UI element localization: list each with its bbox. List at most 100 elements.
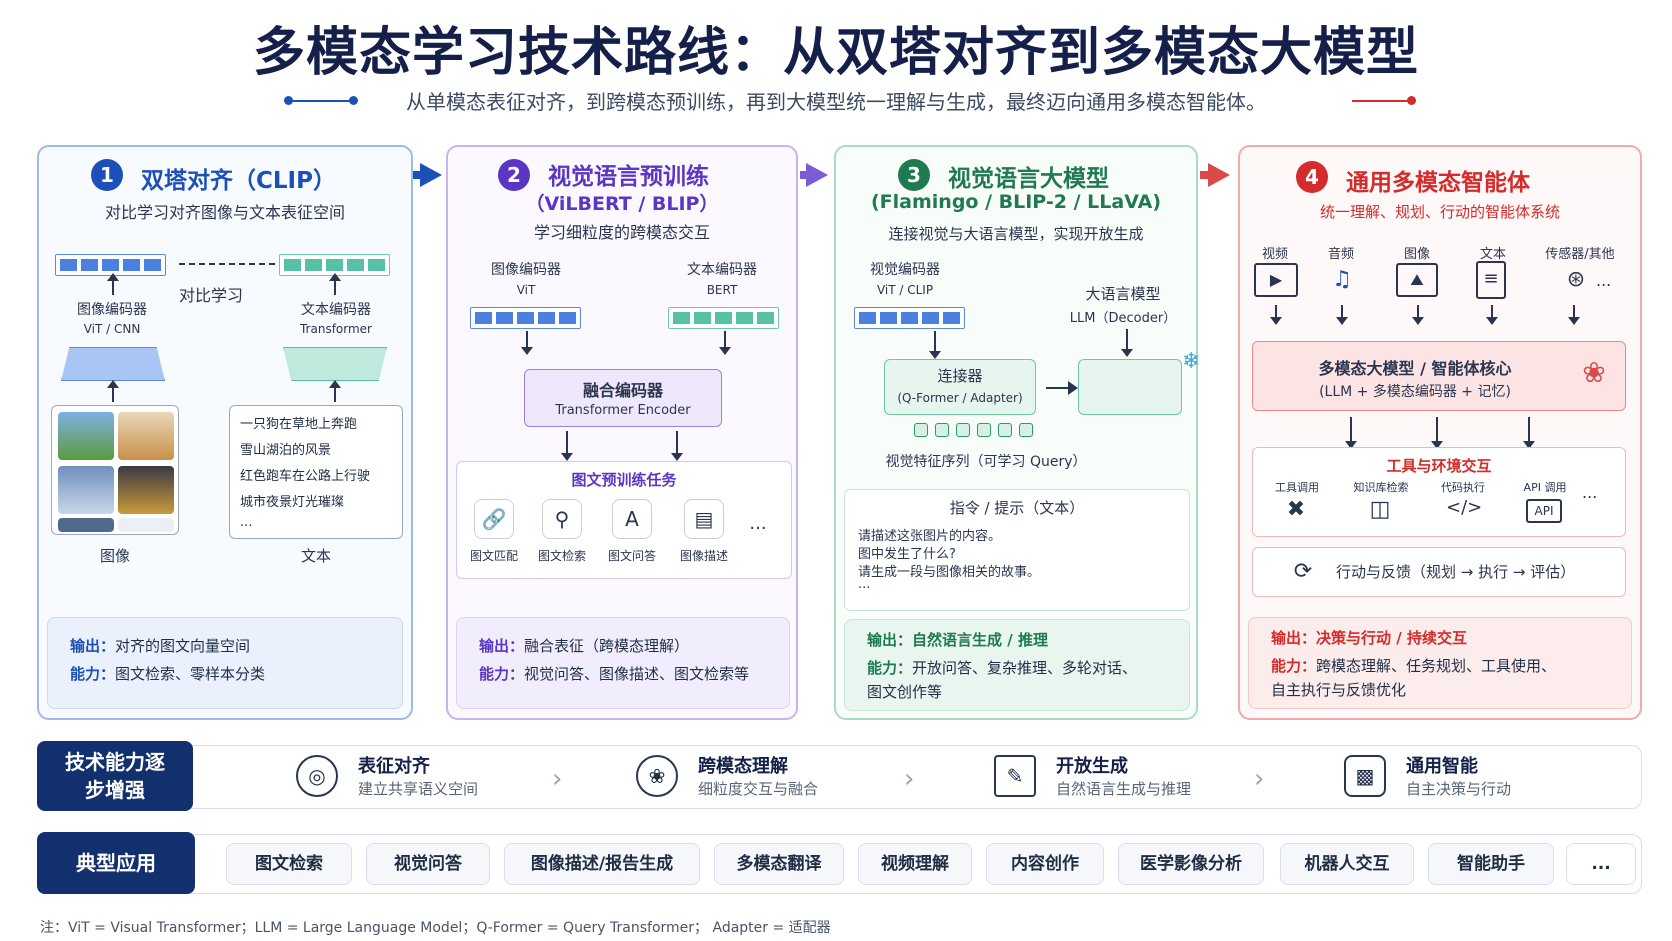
- arrow-right-icon: [420, 163, 442, 187]
- capability-desc: 建立共享语义空间: [358, 780, 479, 798]
- connector-to-llm-arrow: [1046, 387, 1070, 389]
- arrow-right-icon: [1068, 381, 1078, 395]
- application-tag-more: ...: [1566, 843, 1636, 885]
- ability-value: 跨模态理解、任务规划、工具使用、: [1316, 657, 1557, 675]
- task-label: 图文问答: [607, 549, 656, 563]
- applications-row-label: 典型应用: [37, 832, 195, 894]
- stage-title-models: (Flamingo / BLIP-2 / LLaVA): [870, 191, 1162, 213]
- arrow-right-icon: [806, 163, 828, 187]
- arrow-shaft: [1200, 171, 1210, 179]
- arrow-up-icon: [107, 273, 119, 295]
- llm-label: 大语言模型: [1085, 285, 1161, 303]
- arrow-down-icon: [1486, 305, 1498, 325]
- arrow-updown-icon: [1431, 417, 1443, 449]
- prompt-line: 请生成一段与图像相关的故事。: [858, 565, 1041, 580]
- output-key: 输出：: [70, 637, 116, 655]
- arrow-down-icon: [1270, 305, 1282, 325]
- ability-value: 开放问答、复杂推理、多轮对话、: [912, 659, 1138, 677]
- stage-1-card: 1 双塔对齐（CLIP） 对比学习对齐图像与文本表征空间 对比学习 图像编码器 …: [37, 145, 413, 720]
- city-night-image: [58, 518, 114, 532]
- fusion-encoder-sub: Transformer Encoder: [555, 403, 691, 418]
- arrow-down-icon: [719, 331, 731, 355]
- output-value: 对齐的图文向量空间: [115, 637, 251, 655]
- vision-encoder-sub: ViT / CLIP: [876, 283, 934, 297]
- capability-row-label: 技术能力逐步增强: [37, 741, 193, 811]
- task-label: 图像描述: [679, 549, 728, 563]
- text-sample: ...: [240, 515, 253, 530]
- application-tag: 内容创作: [986, 843, 1104, 885]
- video-icon: ▶: [1254, 263, 1298, 297]
- visual-feature-sequence-label: 视觉特征序列（可学习 Query）: [885, 454, 1087, 470]
- ability-value: 图文检索、零样本分类: [115, 665, 266, 683]
- stage-output-box: 输出：对齐的图文向量空间 能力：图文检索、零样本分类: [47, 617, 403, 709]
- grass-dog-image: [58, 412, 114, 460]
- brain-icon: ❀: [636, 754, 678, 797]
- stage-number-badge: 3: [898, 159, 930, 191]
- subtitle-decoration-right: [1352, 96, 1416, 105]
- page-subtitle: 从单模态表征对齐，到跨模态预训练，再到大模型统一理解与生成，最终迈向通用多模态智…: [406, 90, 1266, 114]
- more-tools: ...: [1582, 483, 1598, 502]
- stage-title-models: （ViLBERT / BLIP）: [525, 193, 719, 215]
- stage-output-box: 输出：决策与行动 / 持续交互 能力：跨模态理解、任务规划、工具使用、 自主执行…: [1248, 617, 1632, 709]
- stage-output-box: 输出：自然语言生成 / 推理 能力：开放问答、复杂推理、多轮对话、 图文创作等: [844, 619, 1190, 711]
- prompt-line: ...: [858, 577, 871, 592]
- application-tag: 多模态翻译: [714, 843, 844, 885]
- input-label: 视频: [1261, 247, 1288, 262]
- image-label: 图像: [99, 547, 130, 565]
- image-encoder-sub: ViT: [516, 283, 536, 297]
- tool-label: 代码执行: [1441, 481, 1485, 494]
- text-label: 文本: [300, 547, 331, 565]
- car-image: [118, 466, 174, 514]
- qa-icon: A: [612, 499, 652, 539]
- ability-value-cont: 自主执行与反馈优化: [1271, 681, 1407, 699]
- snowflake-icon: ❄: [1182, 349, 1201, 374]
- action-feedback-box: [1252, 547, 1626, 597]
- query-tokens: [914, 423, 1034, 439]
- stage-number-badge: 4: [1296, 161, 1328, 193]
- arrow-updown-icon: [1345, 417, 1357, 449]
- output-key: 输出：: [1271, 629, 1317, 647]
- arrow-updown-icon: [1523, 417, 1535, 449]
- arrow-down-icon: [1568, 305, 1580, 325]
- tools-title: 工具与环境交互: [1386, 457, 1492, 475]
- fusion-encoder-box: [524, 369, 722, 427]
- tool-label: 工具调用: [1275, 481, 1319, 494]
- contrast-arrow: [179, 263, 275, 265]
- capability-item: ❀ 跨模态理解细粒度交互与融合: [636, 752, 818, 799]
- ability-key: 能力：: [479, 665, 525, 683]
- arrow-up-icon: [329, 273, 341, 295]
- image-encoder-sub: ViT / CNN: [83, 322, 141, 336]
- arrow-down-icon: [521, 331, 533, 355]
- vision-encoder-label: 视觉编码器: [870, 262, 940, 278]
- text-encoder-sub: BERT: [706, 283, 738, 297]
- stage-subtitle: 学习细粒度的跨模态交互: [533, 223, 710, 242]
- search-icon: ⚲: [542, 499, 582, 539]
- arrow-down-icon: [1336, 305, 1348, 325]
- pretrain-task-title: 图文预训练任务: [571, 471, 677, 489]
- ability-key: 能力：: [1271, 657, 1317, 675]
- text-sample: 城市夜景灯光璀璨: [240, 495, 345, 510]
- dog-image: [118, 412, 174, 460]
- prompt-line: 请描述这张图片的内容。: [858, 529, 1002, 544]
- image-encoder-shape: [61, 347, 165, 381]
- text-samples: 一只狗在草地上奔跑 雪山湖泊的风景 红色跑车在公路上行驶 城市夜景灯光璀璨 ..…: [229, 405, 403, 539]
- prompt-box: [844, 489, 1190, 611]
- stage-title: 视觉语言大模型: [948, 166, 1109, 192]
- stage-title: 视觉语言预训练: [548, 164, 709, 190]
- fusion-encoder-label: 融合编码器: [582, 381, 663, 400]
- connector-box: [884, 359, 1036, 415]
- stage-subtitle: 对比学习对齐图像与文本表征空间: [104, 203, 345, 222]
- text-sample: 红色跑车在公路上行驶: [240, 469, 371, 484]
- image-samples: [51, 405, 179, 535]
- arrow-down-icon: [1412, 305, 1424, 325]
- text-document-icon: ≡: [1476, 261, 1506, 299]
- ability-key: 能力：: [70, 665, 116, 683]
- agent-core-label: 多模态大模型 / 智能体核心: [1318, 359, 1512, 378]
- image-encoder-label: 图像编码器: [77, 302, 147, 318]
- applications-label-text: 典型应用: [76, 851, 156, 875]
- vision-embedding-bar: [854, 307, 965, 329]
- stage-subtitle: 连接视觉与大语言模型，实现开放生成: [888, 225, 1144, 243]
- target-icon: ◎: [296, 754, 338, 797]
- ability-key: 能力：: [867, 659, 913, 677]
- chevron-right-icon: ›: [552, 764, 563, 794]
